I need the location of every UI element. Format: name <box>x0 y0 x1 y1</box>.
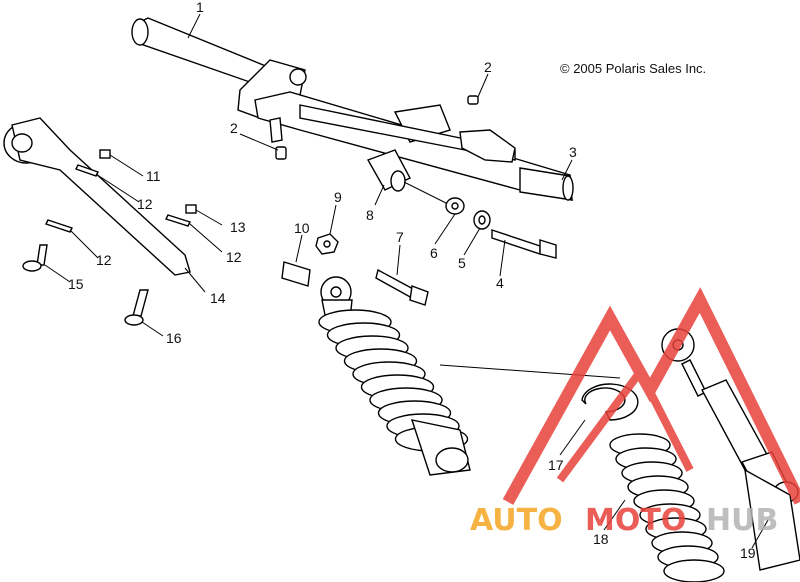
callout-9: 9 <box>334 189 342 205</box>
spring-coil <box>663 559 725 582</box>
callout-15: 15 <box>68 276 84 292</box>
bolt-15 <box>22 244 48 272</box>
callout-12-top: 12 <box>137 196 153 212</box>
callout-17: 17 <box>548 457 564 473</box>
washer-5 <box>473 210 491 230</box>
callout-4: 4 <box>496 275 504 291</box>
callouts: 1 2 2 3 4 5 6 7 8 9 10 11 12 12 12 13 14… <box>68 0 756 561</box>
callout-11: 11 <box>146 168 161 184</box>
swing-arm <box>131 17 574 206</box>
watermark-text-auto: AUTO <box>470 503 563 538</box>
link-arm <box>3 117 191 276</box>
copyright-text: © 2005 Polaris Sales Inc. <box>560 61 706 76</box>
callout-6: 6 <box>430 245 438 261</box>
bushing-10 <box>281 261 311 287</box>
grease-fitting-lower <box>275 146 287 160</box>
callout-5: 5 <box>458 255 466 271</box>
pin-12-right <box>165 214 191 227</box>
bolt-7 <box>375 268 429 306</box>
callout-10: 10 <box>294 220 310 236</box>
watermark-logo: AUTO MOTO HUB <box>470 287 800 538</box>
fitting-13 <box>185 204 197 214</box>
callout-16: 16 <box>166 330 182 346</box>
spring-18 <box>609 433 725 582</box>
pin-12-top <box>75 164 99 177</box>
callout-13: 13 <box>230 219 246 235</box>
watermark-text-hub: HUB <box>706 503 778 538</box>
nut-9 <box>315 233 339 255</box>
callout-2-lower: 2 <box>230 120 238 136</box>
watermark-text-moto: MOTO <box>585 503 686 538</box>
callout-3: 3 <box>569 144 577 160</box>
shock-absorber <box>318 276 621 476</box>
callout-1: 1 <box>196 0 204 15</box>
callout-7: 7 <box>396 229 404 245</box>
callout-12-left: 12 <box>96 252 112 268</box>
pin-12-left <box>45 219 73 233</box>
fitting-11 <box>99 149 111 159</box>
bolt-16 <box>124 289 149 326</box>
shock-spring <box>318 309 469 452</box>
callout-12-right: 12 <box>226 249 242 265</box>
callout-8: 8 <box>366 207 374 223</box>
leader-lines <box>44 13 769 549</box>
grease-fitting-upper <box>467 95 479 105</box>
washer-6 <box>445 197 465 215</box>
callout-14: 14 <box>210 290 226 306</box>
callout-18: 18 <box>593 531 609 547</box>
callout-19: 19 <box>740 545 756 561</box>
bolt-4 <box>491 229 557 259</box>
callout-2-upper: 2 <box>484 59 492 75</box>
